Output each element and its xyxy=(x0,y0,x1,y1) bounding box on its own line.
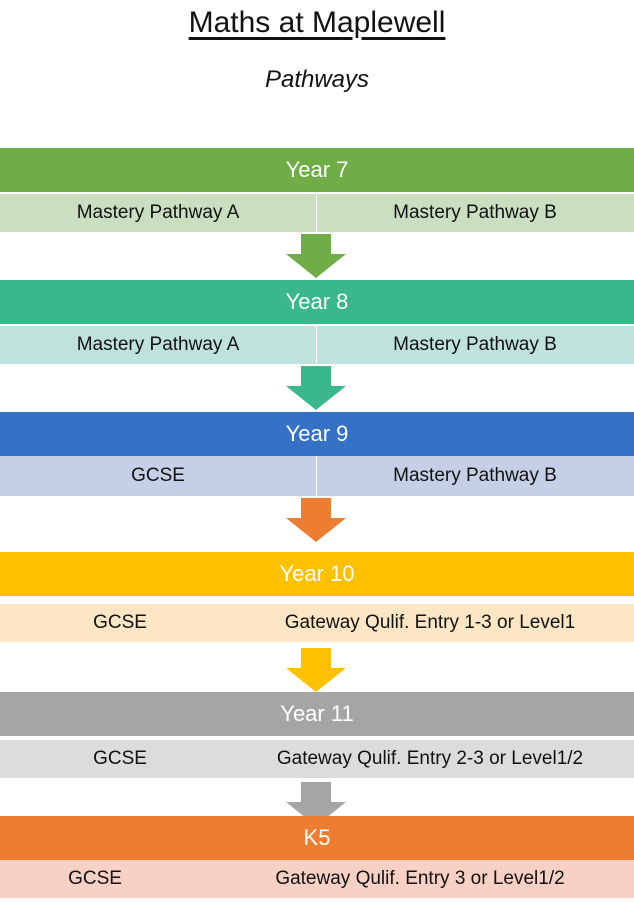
down-arrow-shape xyxy=(286,366,346,410)
pathway-right: Gateway Qulif. Entry 3 or Level1/2 xyxy=(275,868,565,889)
year-bar: Year 10 xyxy=(0,552,634,596)
pathway-row: Mastery Pathway A Mastery Pathway B xyxy=(0,326,634,364)
year-bar: K5 xyxy=(0,816,634,860)
down-arrow-icon xyxy=(286,782,346,826)
row-divider xyxy=(316,456,317,496)
year-bar: Year 11 xyxy=(0,692,634,736)
pathway-row: GCSE Mastery Pathway B xyxy=(0,456,634,496)
pathway-left: Mastery Pathway A xyxy=(76,334,240,355)
down-arrow-shape xyxy=(286,782,346,826)
page-title: Maths at Maplewell xyxy=(188,6,446,39)
down-arrow-icon xyxy=(286,498,346,542)
year-label: Year 11 xyxy=(280,701,354,726)
pathway-right: Gateway Qulif. Entry 1-3 or Level1 xyxy=(284,612,576,633)
pathway-left: GCSE xyxy=(131,465,185,486)
pathway-right: Mastery Pathway B xyxy=(393,465,557,486)
pathway-left: GCSE xyxy=(93,748,147,769)
year-label: Year 10 xyxy=(279,561,355,586)
year-bar: Year 7 xyxy=(0,148,634,192)
page-subtitle: Pathways xyxy=(264,66,370,93)
down-arrow-icon xyxy=(286,234,346,278)
year-label: Year 8 xyxy=(285,289,349,314)
pathway-row: GCSE Gateway Qulif. Entry 1-3 or Level1 xyxy=(0,604,634,642)
pathway-left: GCSE xyxy=(93,612,147,633)
down-arrow-shape xyxy=(286,234,346,278)
down-arrow-shape xyxy=(286,648,346,692)
pathway-row: GCSE Gateway Qulif. Entry 2-3 or Level1/… xyxy=(0,740,634,778)
pathway-right: Gateway Qulif. Entry 2-3 or Level1/2 xyxy=(276,748,584,769)
year-label: Year 7 xyxy=(285,157,349,182)
pathway-left: Mastery Pathway A xyxy=(76,202,240,223)
row-divider xyxy=(316,194,317,232)
year-label: Year 9 xyxy=(285,421,349,446)
year-bar: Year 8 xyxy=(0,280,634,324)
pathway-row: Mastery Pathway A Mastery Pathway B xyxy=(0,194,634,232)
year-bar: Year 9 xyxy=(0,412,634,456)
year-label: K5 xyxy=(303,825,331,850)
pathway-row: GCSE Gateway Qulif. Entry 3 or Level1/2 xyxy=(0,860,634,898)
pathway-right: Mastery Pathway B xyxy=(393,334,557,355)
row-divider xyxy=(316,326,317,364)
down-arrow-icon xyxy=(286,648,346,692)
down-arrow-icon xyxy=(286,366,346,410)
pathway-right: Mastery Pathway B xyxy=(393,202,557,223)
pathway-left: GCSE xyxy=(68,868,122,889)
down-arrow-shape xyxy=(286,498,346,542)
